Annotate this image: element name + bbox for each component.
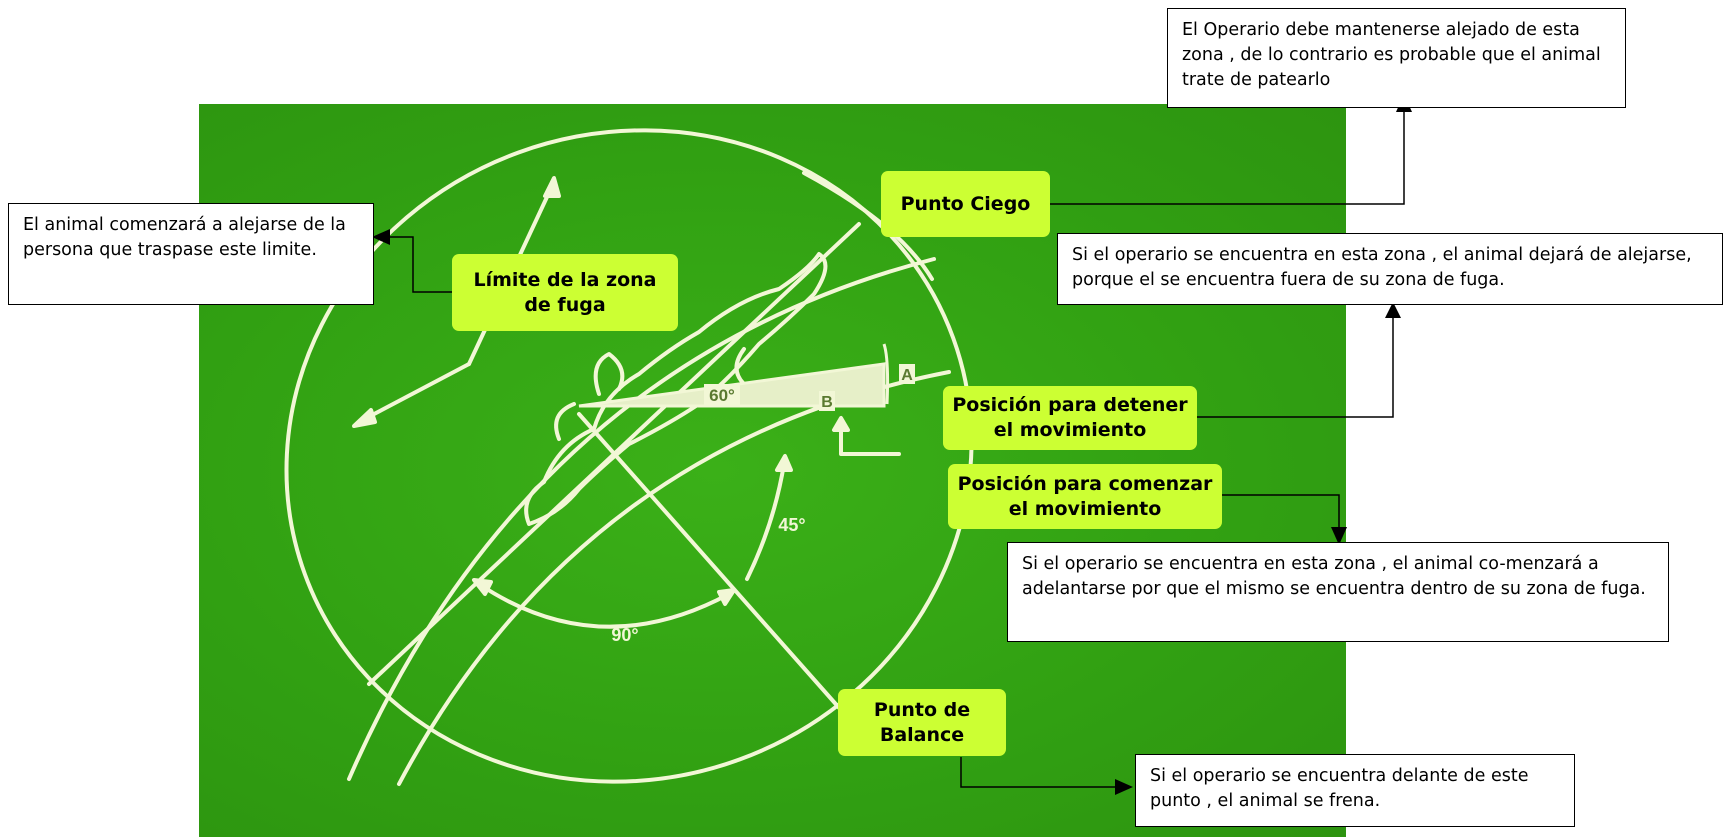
callout-balance: Si el operario se encuentra delante de e… — [1135, 754, 1575, 827]
callout-comenzar: Si el operario se encuentra en esta zona… — [1007, 542, 1669, 642]
arc-90 — [477, 582, 731, 629]
angle-60-label: 60° — [709, 386, 735, 405]
large-arc-1 — [347, 257, 936, 781]
balance-line — [577, 412, 851, 721]
angle-45-label: 45° — [778, 515, 805, 535]
callout-limite: El animal comenzará a alejarse de la per… — [8, 203, 374, 305]
angle-90-label: 90° — [611, 625, 638, 645]
label-limite-zona-fuga: Límite de la zona de fuga — [452, 254, 678, 331]
label-posicion-comenzar: Posición para comenzar el movimiento — [948, 464, 1222, 529]
label-punto-balance: Punto de Balance — [838, 689, 1006, 756]
flight-zone-circle — [284, 128, 974, 784]
point-b-label: B — [821, 394, 833, 411]
callout-detener: Si el operario se encuentra en esta zona… — [1057, 233, 1723, 305]
flight-zone-drawing: 60° B 45° 90° A — [284, 128, 974, 786]
arc-45 — [745, 462, 786, 581]
point-a-label: A — [901, 367, 913, 384]
callout-punto-ciego: El Operario debe mantenerse alejado de e… — [1167, 8, 1626, 108]
label-posicion-detener: Posición para detener el movimiento — [943, 386, 1197, 450]
cow-outline — [524, 252, 828, 526]
label-punto-ciego: Punto Ciego — [881, 171, 1050, 237]
radius-arrow-left — [357, 362, 471, 424]
